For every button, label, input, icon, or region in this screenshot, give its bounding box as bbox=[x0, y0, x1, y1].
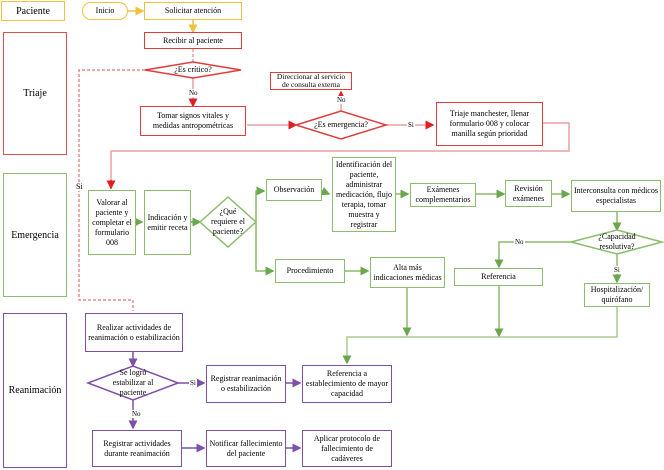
node-registrar-actividades-label: Registrar actividades durante reanimació… bbox=[103, 438, 171, 458]
node-hospitalizacion[interactable]: Hospitalización/ quirófano bbox=[584, 283, 650, 307]
node-notificar[interactable]: Notificar fallecimiento del paciente bbox=[206, 430, 286, 467]
node-recibir-label: Recibir al paciente bbox=[163, 35, 223, 45]
node-procedimiento-label: Procedimiento bbox=[286, 266, 334, 275]
node-referencia-label: Referencia bbox=[481, 272, 516, 281]
decision-que-requiere-shape bbox=[198, 195, 258, 249]
node-referencia[interactable]: Referencia bbox=[454, 268, 543, 286]
node-identificacion[interactable]: Identificación del paciente, administrar… bbox=[332, 157, 396, 232]
edge-manchester-valorar bbox=[110, 122, 570, 189]
node-solicitar-label: Solicitar atención bbox=[164, 6, 222, 15]
lane-emergencia-label: Emergencia bbox=[11, 229, 59, 241]
node-examenes[interactable]: Exámenes complementarios bbox=[410, 183, 476, 207]
node-identificacion-label: Identificación del paciente, administrar… bbox=[335, 159, 393, 229]
node-valorar-paciente[interactable]: Valorar al paciente y completar el formu… bbox=[88, 190, 136, 255]
decision-que-requiere[interactable]: ¿Qué requiere el paciente? bbox=[208, 206, 248, 238]
edge-label-logro-no: No bbox=[131, 410, 142, 418]
lane-triaje-label: Triaje bbox=[23, 88, 47, 99]
node-realizar-actividades[interactable]: Realizar actividades de reanimación o es… bbox=[85, 313, 183, 352]
node-observacion-label: Observación bbox=[273, 185, 315, 194]
decision-es-critico[interactable]: ¿Es crítico? bbox=[155, 64, 231, 76]
decision-se-logro[interactable]: Se logró estabilizar al paciente bbox=[110, 368, 156, 398]
node-observacion[interactable]: Observación bbox=[266, 179, 322, 201]
node-tomar-signos-label: Tomar signos vitales y medidas antropomé… bbox=[152, 111, 234, 130]
decision-es-emergencia-shape bbox=[293, 110, 389, 140]
decision-se-logro-shape bbox=[85, 365, 181, 401]
edge-observacion-identificacion bbox=[320, 186, 331, 196]
edge-label-capacidad-si: Si bbox=[613, 266, 621, 274]
decision-es-emergencia-label: ¿Es emergencia? bbox=[314, 120, 368, 129]
decision-capacidad-label: ¿Capacidad resolutiva? bbox=[598, 232, 636, 251]
node-solicitar-atencion[interactable]: Solicitar atención bbox=[144, 2, 242, 20]
node-inicio-label: Inicio bbox=[95, 6, 115, 15]
node-direccionar-label: Direccionar al servicio de consulta exte… bbox=[276, 72, 346, 89]
edge-label-logro-si: Si bbox=[189, 379, 197, 387]
node-registrar-reanimacion-label: Registrar reanimación o estabilización bbox=[210, 374, 282, 393]
decision-es-critico-shape bbox=[144, 61, 242, 79]
lane-reanimacion-label: Reanimación bbox=[8, 385, 62, 396]
edge-capacidad-no bbox=[494, 241, 571, 269]
node-revision-label: Revisión exámenes bbox=[512, 183, 545, 203]
edge-label-emergencia-si: Si bbox=[407, 121, 415, 129]
decision-es-emergencia[interactable]: ¿Es emergencia? bbox=[306, 119, 376, 131]
edge-label-critico-no: No bbox=[188, 89, 199, 97]
node-triaje-manchester[interactable]: Triaje manchester, llenar formulario 008… bbox=[436, 102, 543, 146]
node-referencia-establecimiento[interactable]: Referencia a establecimiento de mayor ca… bbox=[302, 365, 392, 403]
node-revision-examenes[interactable]: Revisión exámenes bbox=[505, 180, 552, 207]
node-valorar-label: Valorar al paciente y completar el formu… bbox=[92, 197, 132, 247]
node-registrar-actividades[interactable]: Registrar actividades durante reanimació… bbox=[92, 430, 182, 467]
node-procedimiento[interactable]: Procedimiento bbox=[275, 259, 345, 283]
edge-label-critico-si: Si bbox=[75, 182, 84, 191]
node-interconsulta-label: Interconsulta con médicos especialistas bbox=[574, 186, 658, 205]
lane-reanimacion: Reanimación bbox=[3, 313, 67, 468]
node-interconsulta[interactable]: Interconsulta con médicos especialistas bbox=[571, 180, 661, 212]
node-alta[interactable]: Alta más indicaciones médicas bbox=[370, 257, 445, 288]
edge-critico-si-dashed bbox=[78, 69, 145, 311]
lane-triaje: Triaje bbox=[3, 32, 67, 155]
lane-paciente-label: Paciente bbox=[16, 5, 50, 17]
decision-se-logro-label: Se logró estabilizar al paciente bbox=[112, 368, 154, 397]
decision-es-critico-label: ¿Es crítico? bbox=[174, 65, 212, 74]
node-registrar-reanimacion[interactable]: Registrar reanimación o estabilización bbox=[206, 365, 286, 403]
node-alta-label: Alta más indicaciones médicas bbox=[373, 262, 442, 282]
node-indicacion-label: Indicación y emitir receta bbox=[147, 212, 188, 232]
node-tomar-signos[interactable]: Tomar signos vitales y medidas antropomé… bbox=[140, 106, 246, 136]
edge-label-emergencia-no: No bbox=[336, 96, 347, 104]
node-triaje-manchester-label: Triaje manchester, llenar formulario 008… bbox=[449, 109, 530, 138]
node-notificar-label: Notificar fallecimiento del paciente bbox=[209, 438, 283, 458]
edge-decision-observacion bbox=[255, 186, 266, 222]
lane-emergencia: Emergencia bbox=[3, 173, 67, 297]
edge-hospitalizacion-merge bbox=[342, 307, 618, 365]
node-aplicar-protocolo[interactable]: Aplicar protocolo de fallecimiento de ca… bbox=[302, 430, 392, 467]
edge-decision-procedimiento bbox=[255, 222, 275, 276]
lane-paciente: Paciente bbox=[1, 1, 65, 21]
node-indicacion-receta[interactable]: Indicación y emitir receta bbox=[144, 190, 191, 255]
node-recibir-paciente[interactable]: Recibir al paciente bbox=[144, 32, 242, 49]
node-aplicar-protocolo-label: Aplicar protocolo de fallecimiento de ca… bbox=[313, 433, 381, 463]
node-inicio[interactable]: Inicio bbox=[82, 2, 128, 20]
node-examenes-label: Exámenes complementarios bbox=[415, 185, 471, 204]
node-referencia-establecimiento-label: Referencia a establecimiento de mayor ca… bbox=[305, 369, 389, 398]
decision-que-requiere-label: ¿Qué requiere el paciente? bbox=[211, 207, 245, 236]
node-direccionar[interactable]: Direccionar al servicio de consulta exte… bbox=[270, 72, 352, 90]
decision-capacidad[interactable]: ¿Capacidad resolutiva? bbox=[588, 232, 646, 252]
node-realizar-actividades-label: Realizar actividades de reanimación o es… bbox=[88, 322, 180, 342]
edge-label-capacidad-no: No bbox=[514, 238, 525, 246]
node-hospitalizacion-label: Hospitalización/ quirófano bbox=[590, 285, 644, 304]
decision-capacidad-shape bbox=[568, 229, 664, 255]
